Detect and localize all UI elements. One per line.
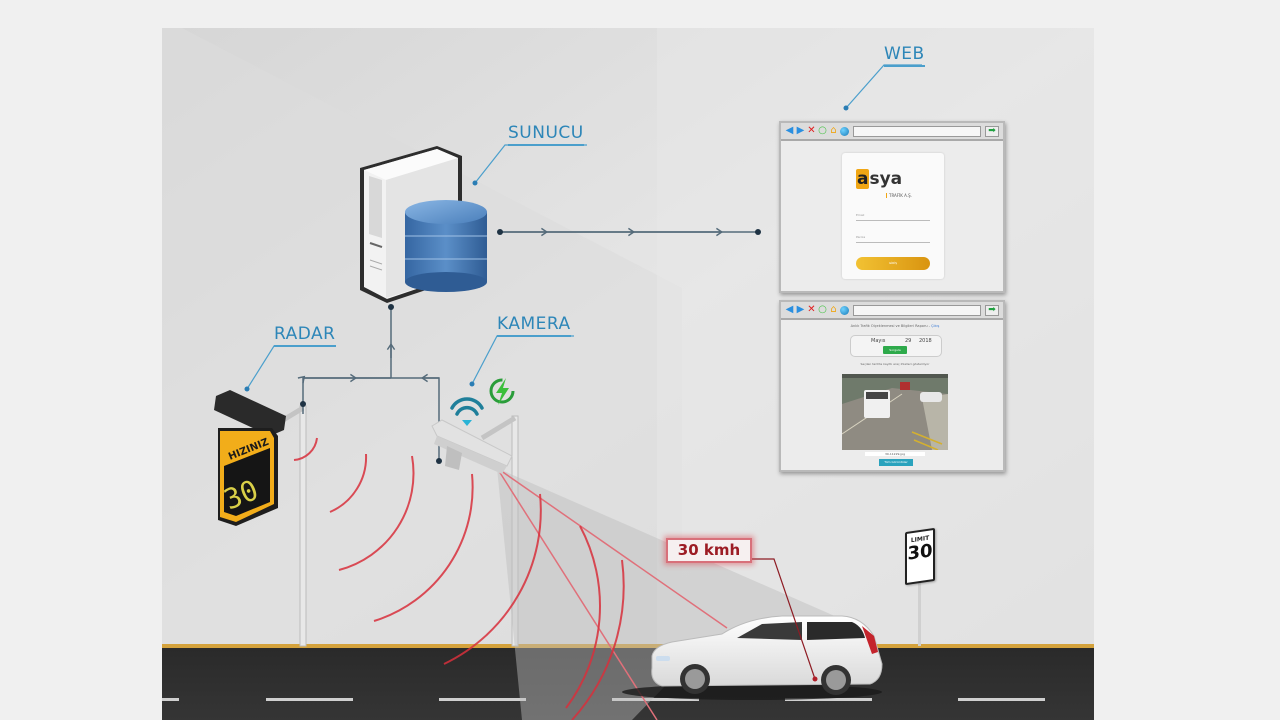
- asya-logo: asya: [856, 169, 903, 189]
- home-icon[interactable]: ⌂: [830, 125, 837, 136]
- camera-beam-lower: [496, 467, 658, 720]
- limit-sign-pole: [918, 576, 921, 646]
- camera-pole: [480, 415, 519, 647]
- globe-icon: [840, 305, 849, 315]
- road-edge-line: [162, 644, 1094, 648]
- stop-icon[interactable]: ✕: [807, 125, 816, 136]
- database-icon: [405, 200, 487, 292]
- go-icon[interactable]: ➡: [985, 304, 999, 316]
- login-card: asya TRAFİK A.Ş. Email Parola GİRİŞ: [842, 153, 944, 279]
- camera-snapshot[interactable]: [842, 374, 948, 450]
- camera-leader-dot: [469, 381, 475, 387]
- forward-icon[interactable]: ▶: [796, 304, 805, 315]
- address-bar[interactable]: [853, 125, 981, 137]
- back-icon[interactable]: ◀: [785, 125, 794, 136]
- back-icon[interactable]: ◀: [785, 304, 794, 315]
- results-note: Seçilen tarihte kayıtlı araç ihlalleri g…: [860, 362, 930, 366]
- speed-readout: 30 kmh: [666, 538, 752, 563]
- browser-toolbar: ◀ ▶ ✕ ○ ⌂ ➡: [781, 123, 1003, 141]
- go-icon[interactable]: ➡: [985, 125, 999, 137]
- car-illustration: [622, 615, 883, 700]
- browser-window-results: ◀ ▶ ✕ ○ ⌂ ➡ Anlık Trafik Ölçeklenmesi ve…: [779, 300, 1005, 472]
- browser-window-login: ◀ ▶ ✕ ○ ⌂ ➡ asya TRAFİK A.Ş. Email Parol…: [779, 121, 1005, 293]
- limit-sign-value: 30: [907, 540, 933, 565]
- speed-limit-sign: LIMIT 30: [905, 527, 935, 586]
- password-field[interactable]: Parola: [856, 235, 930, 243]
- radar-label: RADAR: [274, 326, 336, 347]
- server-leader-dot: [472, 180, 478, 186]
- year-select[interactable]: 2018: [919, 338, 932, 344]
- server-label: SUNUCU: [508, 125, 584, 146]
- connector-nodes: [300, 229, 761, 464]
- query-button[interactable]: Sorgula: [883, 346, 907, 354]
- wifi-icon: [450, 397, 484, 416]
- logo-subtext: TRAFİK A.Ş.: [886, 193, 912, 198]
- speed-leader-line: [748, 558, 816, 680]
- refresh-icon[interactable]: ○: [818, 125, 827, 136]
- web-label: WEB: [884, 46, 925, 67]
- globe-icon: [840, 126, 849, 136]
- wifi-dot: [462, 420, 472, 426]
- radar-waves: [293, 437, 625, 720]
- address-bar[interactable]: [853, 304, 981, 316]
- browser-toolbar: ◀ ▶ ✕ ○ ⌂ ➡: [781, 302, 1003, 320]
- month-select[interactable]: Mayıs: [871, 338, 886, 344]
- camera-label: KAMERA: [497, 316, 571, 337]
- camera-beam-upper: [496, 467, 728, 629]
- day-select[interactable]: 29: [905, 338, 912, 344]
- home-icon[interactable]: ⌂: [830, 304, 837, 315]
- radar-speed-sign: [214, 390, 286, 526]
- forward-icon[interactable]: ▶: [796, 125, 805, 136]
- road: [162, 648, 1094, 720]
- snapshot-caption: 30-11229.jpg: [865, 452, 925, 456]
- power-icon: [489, 378, 515, 405]
- radar-leader-dot: [244, 386, 250, 392]
- diagram-panel: HIZINIZ 30 SUNUCU WEB RADAR KAMERA 30 km…: [162, 28, 1094, 720]
- camera-snapshot-image: [842, 374, 948, 450]
- logo-text: sya: [869, 169, 903, 189]
- stop-icon[interactable]: ✕: [807, 304, 816, 315]
- logout-link[interactable]: Çıkış: [931, 324, 940, 328]
- speed-leader-dot: [812, 676, 818, 682]
- web-leader-dot: [843, 105, 849, 111]
- email-field[interactable]: Email: [856, 213, 930, 221]
- all-images-button[interactable]: Tüm Görüntüler: [879, 459, 913, 466]
- refresh-icon[interactable]: ○: [818, 304, 827, 315]
- lane-markings: [162, 698, 1045, 701]
- login-button[interactable]: GİRİŞ: [856, 257, 930, 270]
- camera-icon: [431, 419, 513, 474]
- date-picker: Mayıs 29 2018 Sorgula: [850, 335, 942, 357]
- results-header: Anlık Trafik Ölçeklenmesi ve Bilgileri R…: [850, 324, 940, 328]
